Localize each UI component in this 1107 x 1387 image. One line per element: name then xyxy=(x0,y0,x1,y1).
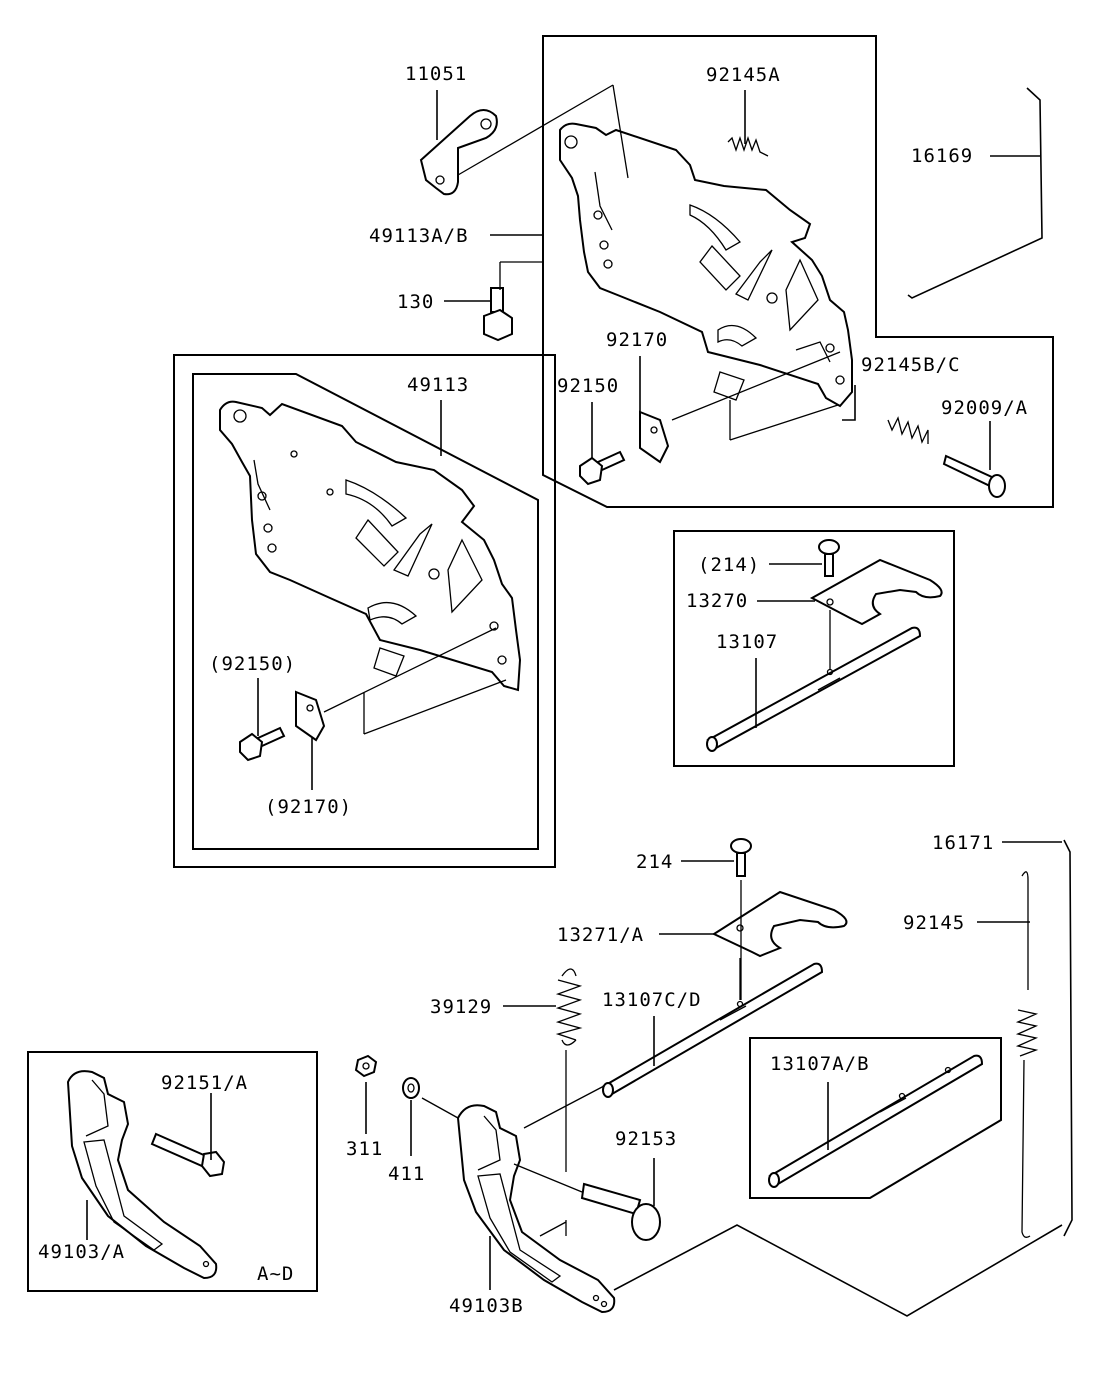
plate-13271A xyxy=(711,890,848,958)
label-13107AB: 13107A/B xyxy=(770,1053,870,1075)
bolt-92150 xyxy=(579,450,626,486)
label-39129: 39129 xyxy=(430,996,492,1018)
shaft-detail-frame xyxy=(673,530,955,767)
label-16171: 16171 xyxy=(932,832,994,854)
label-411: 411 xyxy=(388,1163,425,1185)
bolt-130 xyxy=(483,287,513,342)
label-13270: 13270 xyxy=(686,590,748,612)
label-49113AB: 49113A/B xyxy=(369,225,469,247)
plate-13270 xyxy=(809,558,943,626)
rod-16171 xyxy=(1063,839,1073,1237)
spring-92145BC xyxy=(887,416,929,444)
washer-411 xyxy=(402,1077,420,1099)
shaft-13107AB xyxy=(768,1054,984,1188)
bracket-11051 xyxy=(419,109,498,196)
label-92170-ref: (92170) xyxy=(265,796,352,818)
lever-49103B xyxy=(456,1104,616,1314)
label-92145A: 92145A xyxy=(706,64,781,86)
label-92151A: 92151/A xyxy=(161,1072,248,1094)
label-92009A: 92009/A xyxy=(941,397,1028,419)
label-49113: 49113 xyxy=(407,374,469,396)
left-assembly-leaders xyxy=(323,627,507,735)
label-92150: 92150 xyxy=(557,375,619,397)
label-13107CD: 13107C/D xyxy=(602,989,702,1011)
label-13271A: 13271/A xyxy=(557,924,644,946)
spring-39129 xyxy=(555,968,583,1046)
rod-16169 xyxy=(907,87,1043,299)
bolt-214-ref xyxy=(818,539,840,577)
shaft-13107AB-frame xyxy=(749,1037,1002,1199)
label-214: 214 xyxy=(636,851,673,873)
left-assembly-outer-frame xyxy=(173,354,556,868)
lower-assembly-bracket-line xyxy=(613,1224,1063,1317)
screw-92009A xyxy=(942,454,1006,498)
label-214-ref: (214) xyxy=(698,554,760,576)
label-11051: 11051 xyxy=(405,63,467,85)
shaft-13107 xyxy=(706,626,922,752)
bolt-92153 xyxy=(580,1182,661,1241)
bolt-92151A xyxy=(150,1132,226,1178)
control-plate-49113 xyxy=(219,400,522,692)
lever-49103A xyxy=(66,1070,218,1280)
label-16169: 16169 xyxy=(911,145,973,167)
shaft-13107CD xyxy=(602,962,824,1098)
label-49103B: 49103B xyxy=(449,1295,524,1317)
label-92170: 92170 xyxy=(606,329,668,351)
clip-92170 xyxy=(639,410,670,464)
label-92145: 92145 xyxy=(903,912,965,934)
bolt-214 xyxy=(730,838,752,877)
lever-variant-frame xyxy=(27,1051,318,1292)
label-leaders xyxy=(86,90,1062,1290)
nut-311 xyxy=(354,1054,378,1078)
label-92150-ref: (92150) xyxy=(209,653,296,675)
label-130: 130 xyxy=(397,291,434,313)
upper-assembly-leaders xyxy=(457,84,841,441)
spring-92145 xyxy=(1015,871,1039,1238)
left-assembly-inner-frame xyxy=(192,373,539,850)
upper-right-assembly-frame xyxy=(542,35,1054,508)
bolt-92150-ref xyxy=(239,726,286,762)
clip-92170-ref xyxy=(295,690,326,742)
control-plate-49113AB xyxy=(559,122,853,408)
spring-92145A xyxy=(727,135,769,157)
label-92145BC: 92145B/C xyxy=(861,354,961,376)
lower-assembly-leaders xyxy=(421,1050,605,1237)
label-311: 311 xyxy=(346,1138,383,1160)
label-49103A: 49103/A xyxy=(38,1241,125,1263)
label-13107: 13107 xyxy=(716,631,778,653)
label-92153: 92153 xyxy=(615,1128,677,1150)
plate-leader xyxy=(739,880,742,1000)
label-variant-range: A~D xyxy=(257,1263,294,1285)
